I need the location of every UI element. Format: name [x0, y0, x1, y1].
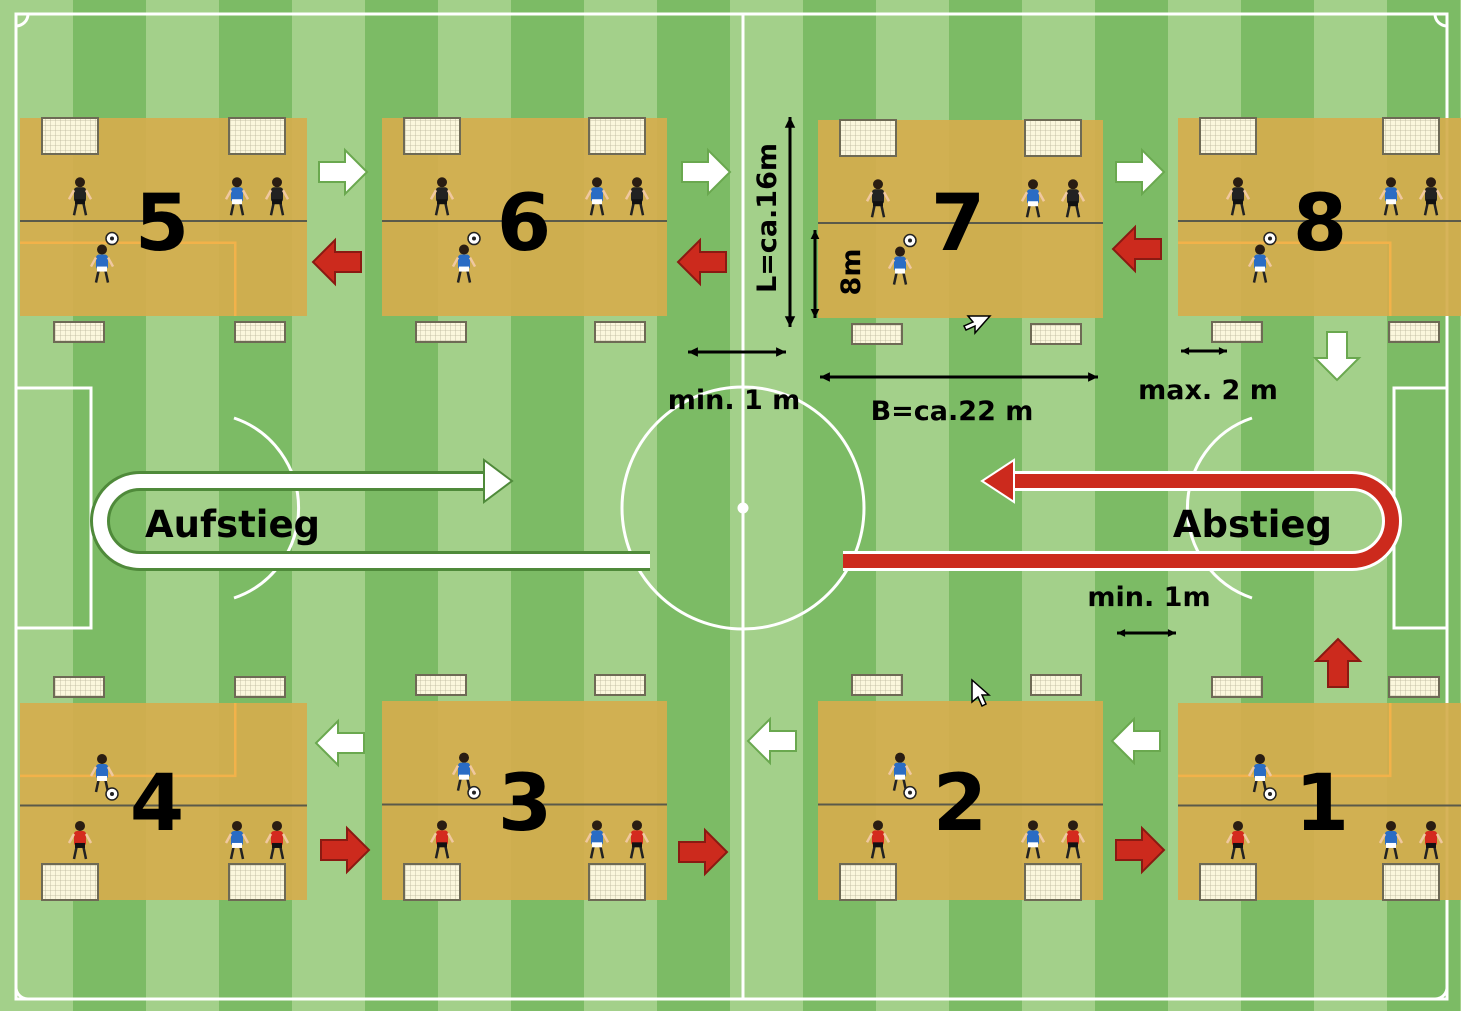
- goal-icon: [229, 864, 285, 900]
- goal-icon: [840, 120, 896, 156]
- goal-icon: [229, 118, 285, 154]
- gap-max-label: max. 2 m: [1138, 375, 1278, 406]
- goal-icon: [54, 677, 104, 697]
- goal-icon: [1389, 677, 1439, 697]
- goal-icon: [1389, 322, 1439, 342]
- goal-icon: [1031, 324, 1081, 344]
- goal-icon: [42, 118, 98, 154]
- goal-icon: [1383, 864, 1439, 900]
- goal-icon: [1383, 118, 1439, 154]
- relegation-label: Abstieg: [1173, 503, 1332, 546]
- goal-icon: [1200, 118, 1256, 154]
- field-number-8: 8: [1293, 179, 1347, 269]
- half-length-label: 8m: [836, 249, 867, 296]
- ball-icon: [468, 233, 480, 245]
- promotion-label: Aufstieg: [145, 503, 320, 546]
- gap-min-label: min. 1 m: [668, 385, 801, 416]
- field-number-2: 2: [933, 759, 987, 849]
- goal-icon: [1025, 864, 1081, 900]
- field-number-6: 6: [497, 179, 551, 269]
- field-number-1: 1: [1295, 759, 1349, 849]
- field-number-5: 5: [135, 179, 189, 269]
- ball-icon: [1264, 233, 1276, 245]
- goal-icon: [852, 675, 902, 695]
- goal-icon: [1025, 120, 1081, 156]
- goal-icon: [852, 324, 902, 344]
- ball-icon: [904, 787, 916, 799]
- ball-icon: [1264, 788, 1276, 800]
- goal-icon: [416, 322, 466, 342]
- goal-icon: [1212, 322, 1262, 342]
- goal-icon: [416, 675, 466, 695]
- ball-icon: [904, 235, 916, 247]
- goal-icon: [235, 322, 285, 342]
- goal-icon: [404, 864, 460, 900]
- goal-icon: [54, 322, 104, 342]
- ball-icon: [468, 787, 480, 799]
- goal-icon: [595, 675, 645, 695]
- width-label: B=ca.22 m: [871, 396, 1034, 427]
- goal-icon: [589, 864, 645, 900]
- gap-min-lower-label: min. 1m: [1087, 582, 1210, 613]
- length-label: L=ca.16m: [752, 143, 783, 293]
- goal-icon: [589, 118, 645, 154]
- goal-icon: [1031, 675, 1081, 695]
- ball-icon: [106, 233, 118, 245]
- field-number-7: 7: [931, 179, 985, 269]
- goal-icon: [1200, 864, 1256, 900]
- goal-icon: [1212, 677, 1262, 697]
- ball-icon: [106, 788, 118, 800]
- goal-icon: [42, 864, 98, 900]
- field-number-4: 4: [130, 759, 184, 849]
- goal-icon: [404, 118, 460, 154]
- goal-icon: [595, 322, 645, 342]
- goal-icon: [235, 677, 285, 697]
- field-number-3: 3: [498, 759, 552, 849]
- goal-icon: [840, 864, 896, 900]
